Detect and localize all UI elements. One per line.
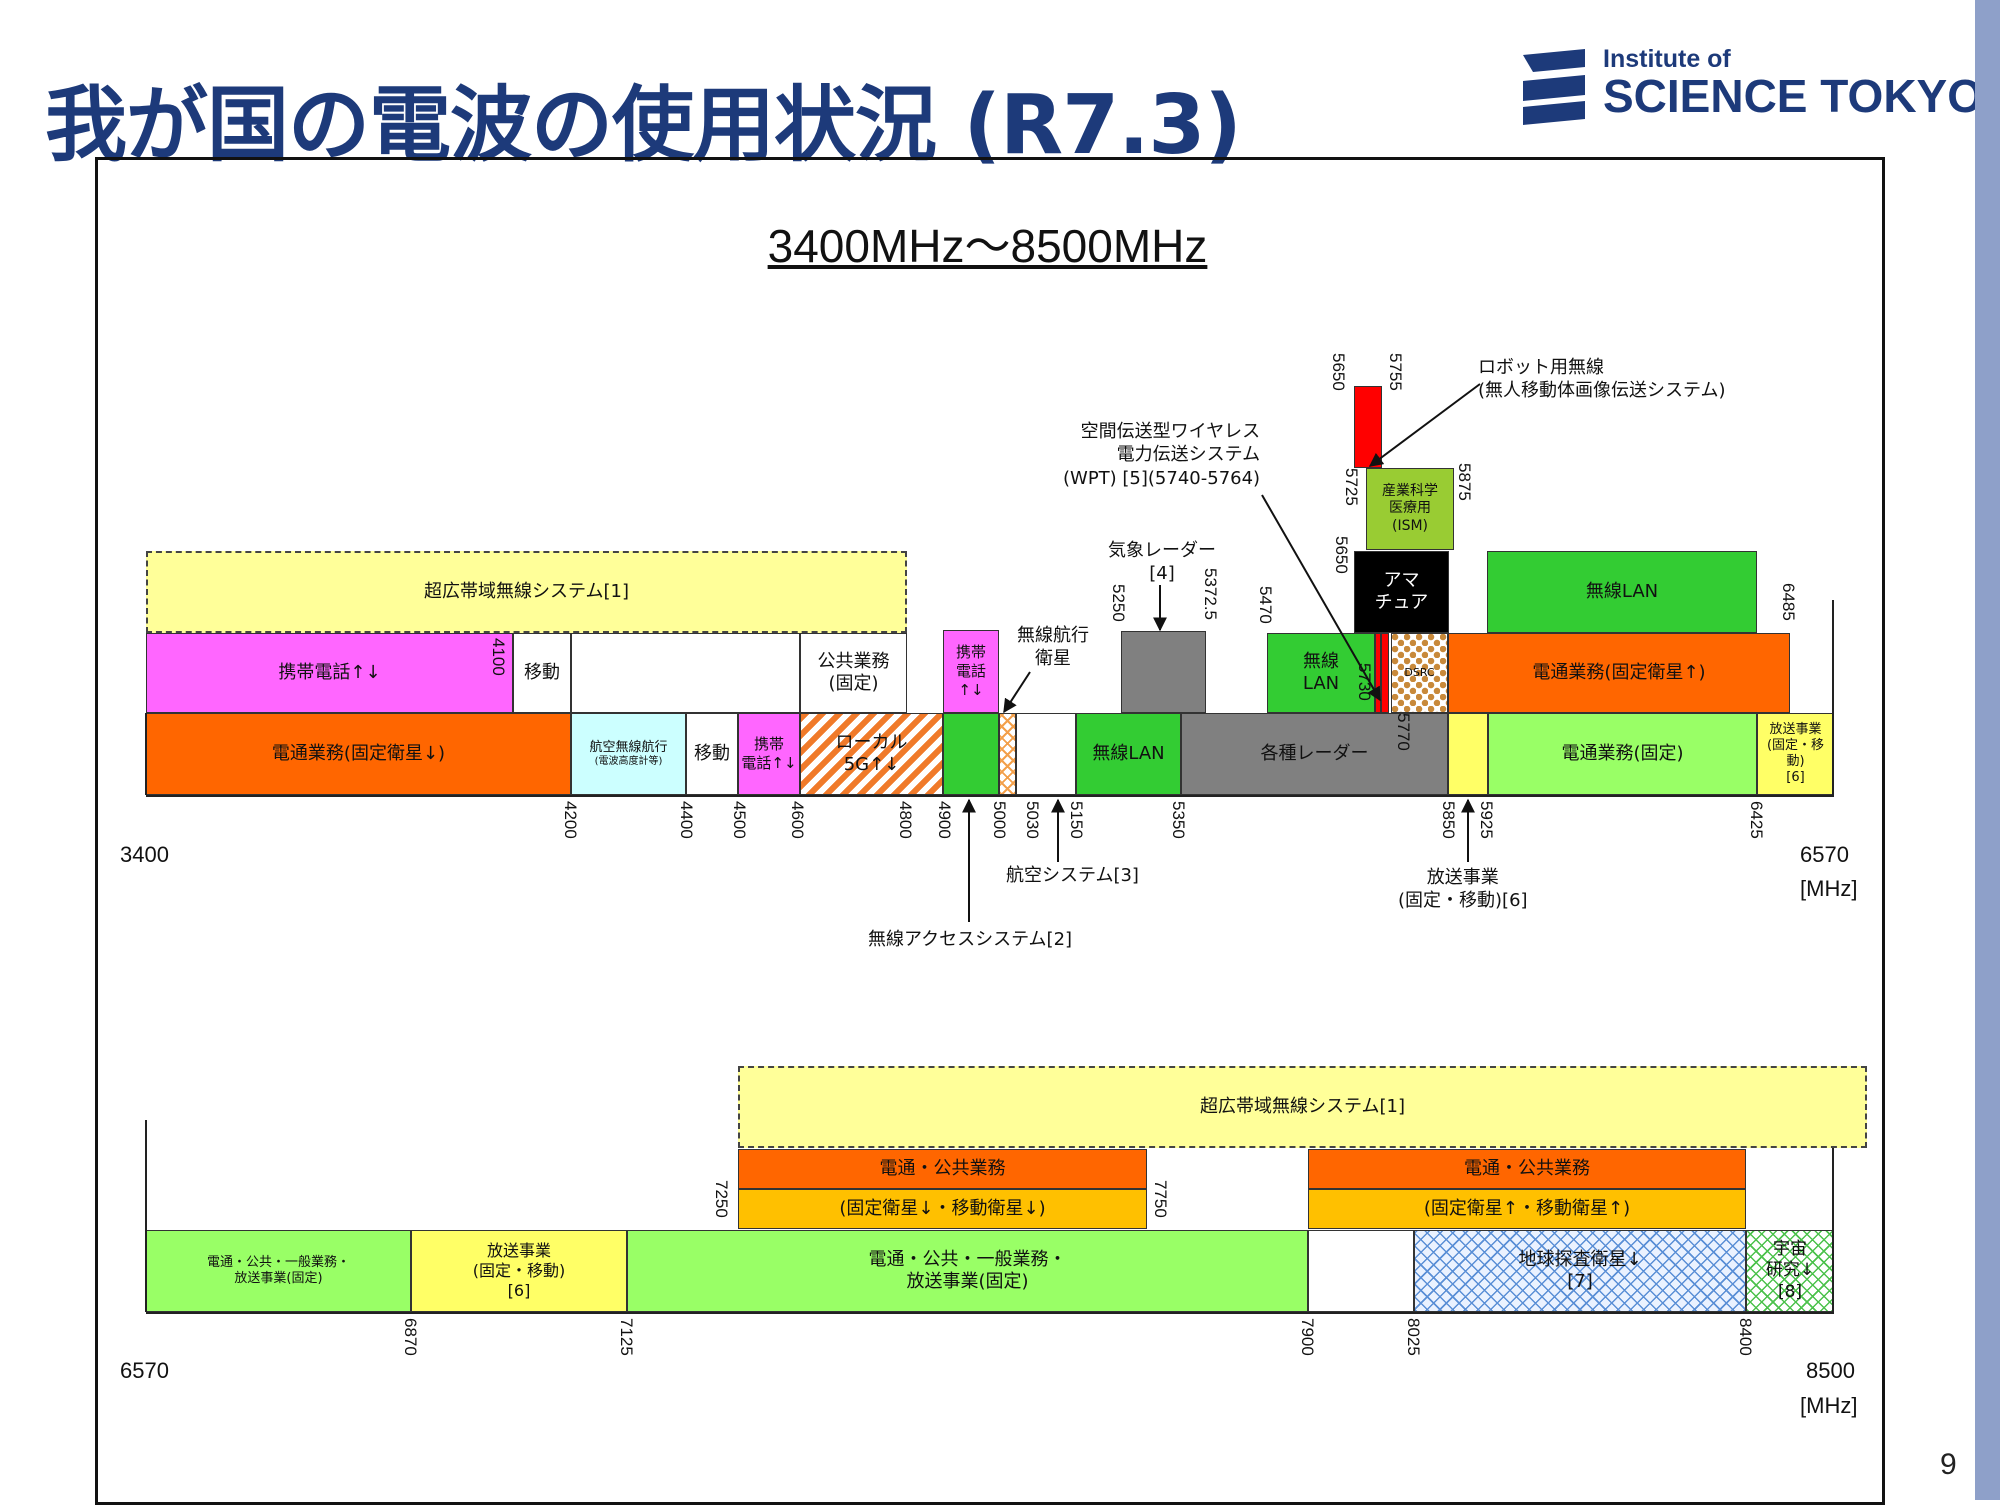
freq-label-4600: 4600 (788, 801, 807, 839)
freq-label-4800: 4800 (896, 801, 915, 839)
band-ism: 産業科学 医療用 (ISM) (1366, 468, 1454, 550)
band-wlan-top: 無線LAN (1487, 551, 1757, 633)
band-5000-5030 (999, 713, 1016, 795)
band-dsrc: DSRC (1391, 633, 1448, 713)
freq-label-6570-upper: 6570 (1800, 842, 1849, 867)
band-red-5730 (1381, 633, 1389, 713)
freq-label-7750: 7750 (1151, 1180, 1170, 1218)
freq-label-4500: 4500 (730, 801, 749, 839)
band-public-fixed: 公共業務 (固定) (800, 633, 907, 713)
note-broadcast: 放送事業 (固定・移動)[6] (1398, 867, 1528, 912)
band-robot-red (1354, 386, 1382, 468)
freq-label-4900: 4900 (935, 801, 954, 839)
unit-lower: [MHz] (1800, 1393, 1858, 1418)
freq-label-6485: 6485 (1779, 583, 1798, 621)
freq-label-6570-lower: 6570 (120, 1358, 169, 1383)
page-number: 9 (1940, 1448, 1957, 1481)
note-wpt: 空間伝送型ワイヤレス 電力伝送システム (WPT) [5](5740-5764) (1063, 421, 1261, 489)
band-mobile-1: 移動 (513, 633, 571, 713)
band-aero-radionav-sub: (電波高度計等) (594, 755, 663, 767)
band-sat-pub-1-bottom: (固定衛星↓・移動衛星↓) (738, 1189, 1147, 1229)
band-broadcast-lower: 放送事業 (固定・移動) [6] (411, 1230, 627, 1312)
band-aero-radionav-label: 航空無線航行 (589, 739, 668, 755)
band-weather-radar (1121, 631, 1206, 713)
freq-label-8025: 8025 (1404, 1318, 1423, 1356)
band-amateur: アマ チュア (1354, 551, 1449, 633)
freq-label-8400: 8400 (1736, 1318, 1755, 1356)
freq-label-7250: 7250 (712, 1180, 731, 1218)
institution-logo: Institute of SCIENCE TOKYO (1515, 45, 1983, 135)
freq-label-4200: 4200 (561, 801, 580, 839)
freq-label-7900: 7900 (1298, 1318, 1317, 1356)
band-aero-radionav: 航空無線航行 (電波高度計等) (571, 713, 686, 795)
unit-upper: [MHz] (1800, 876, 1858, 901)
freq-label-4100: 4100 (489, 638, 508, 676)
freq-label-5030: 5030 (1023, 801, 1042, 839)
band-fwa-green (943, 713, 999, 795)
note-weather-radar: 気象レーダー [4] (1108, 540, 1216, 585)
band-broadcast-5850 (1448, 713, 1488, 795)
logo-mark-icon (1523, 49, 1585, 125)
band-mobile-phone-4500: 携帯 電話↑↓ (738, 713, 800, 795)
band-sat-up-upper: 電通業務(固定衛星↑) (1448, 633, 1790, 713)
logo-line2: SCIENCE TOKYO (1603, 70, 1983, 122)
band-uwb-lower: 超広帯域無線システム[1] (738, 1066, 1867, 1148)
freq-label-8500: 8500 (1806, 1358, 1855, 1383)
band-wlan-5150: 無線LAN (1076, 713, 1181, 795)
band-sat-pub-2-bottom: (固定衛星↑・移動衛星↑) (1308, 1189, 1746, 1229)
freq-label-5850: 5850 (1439, 801, 1458, 839)
freq-label-5730: 5730 (1355, 663, 1374, 701)
band-aero-white (1016, 713, 1076, 795)
axis-upper (146, 795, 1834, 797)
freq-label-7125: 7125 (617, 1318, 636, 1356)
freq-label-5000: 5000 (990, 801, 1009, 839)
freq-label-5150: 5150 (1067, 801, 1086, 839)
band-pub-fixed-1: 電通・公共・一般業務・ 放送事業(固定) (146, 1230, 411, 1312)
freq-label-5250: 5250 (1109, 584, 1128, 622)
band-fixed-upper: 電通業務(固定) (1488, 713, 1757, 795)
band-mobile-phone-4900: 携帯 電話↑↓ (943, 630, 999, 713)
band-radars: 各種レーダー (1181, 713, 1448, 795)
diagram-subtitle: 3400MHz～8500MHz (767, 220, 1208, 272)
freq-label-5875: 5875 (1455, 463, 1474, 501)
note-robot: ロボット用無線 (無人移動体画像伝送システム) (1478, 357, 1726, 402)
logo-line1: Institute of (1603, 45, 1731, 73)
freq-label-5725: 5725 (1342, 468, 1361, 506)
band-mobile-2: 移動 (686, 713, 738, 795)
freq-label-5650-top: 5650 (1329, 353, 1348, 391)
freq-label-6425: 6425 (1747, 801, 1766, 839)
band-eess: 地球探査衛星↓ [7] (1414, 1230, 1746, 1312)
note-fwa: 無線アクセスシステム[2] (868, 929, 1073, 950)
freq-label-6870: 6870 (401, 1318, 420, 1356)
freq-label-3400: 3400 (120, 842, 169, 867)
band-uwb-upper: 超広帯域無線システム[1] (146, 551, 907, 633)
band-sat-down-upper: 電通業務(固定衛星↓) (146, 713, 571, 795)
band-sat-pub-2-top: 電通・公共業務 (1308, 1149, 1746, 1189)
note-rnss: 無線航行 衛星 (1017, 625, 1089, 670)
freq-label-5770: 5770 (1394, 713, 1413, 751)
freq-label-5470: 5470 (1256, 586, 1275, 624)
band-empty-row2 (571, 633, 800, 713)
freq-label-5372-5: 5372.5 (1201, 568, 1220, 620)
freq-label-5350: 5350 (1169, 801, 1188, 839)
band-space-research: 宇宙 研究↓ [8] (1746, 1230, 1834, 1312)
band-pub-fixed-2: 電通・公共・一般業務・ 放送事業(固定) (627, 1230, 1308, 1312)
band-broadcast-6425: 放送事業 (固定・移動) [6] (1757, 713, 1834, 795)
freq-label-5650-mid: 5650 (1332, 536, 1351, 574)
band-sat-pub-1-top: 電通・公共業務 (738, 1149, 1147, 1189)
freq-label-5755: 5755 (1386, 353, 1405, 391)
freq-label-5925: 5925 (1477, 801, 1496, 839)
band-mobile-phone-1: 携帯電話↑↓ (146, 633, 513, 713)
axis-lower (146, 1312, 1834, 1314)
freq-label-4400: 4400 (677, 801, 696, 839)
side-accent-bar (1975, 0, 2000, 1500)
note-aero: 航空システム[3] (1006, 865, 1139, 886)
band-empty-7900 (1308, 1230, 1414, 1312)
band-local-5g: ローカル 5G↑↓ (800, 713, 943, 795)
